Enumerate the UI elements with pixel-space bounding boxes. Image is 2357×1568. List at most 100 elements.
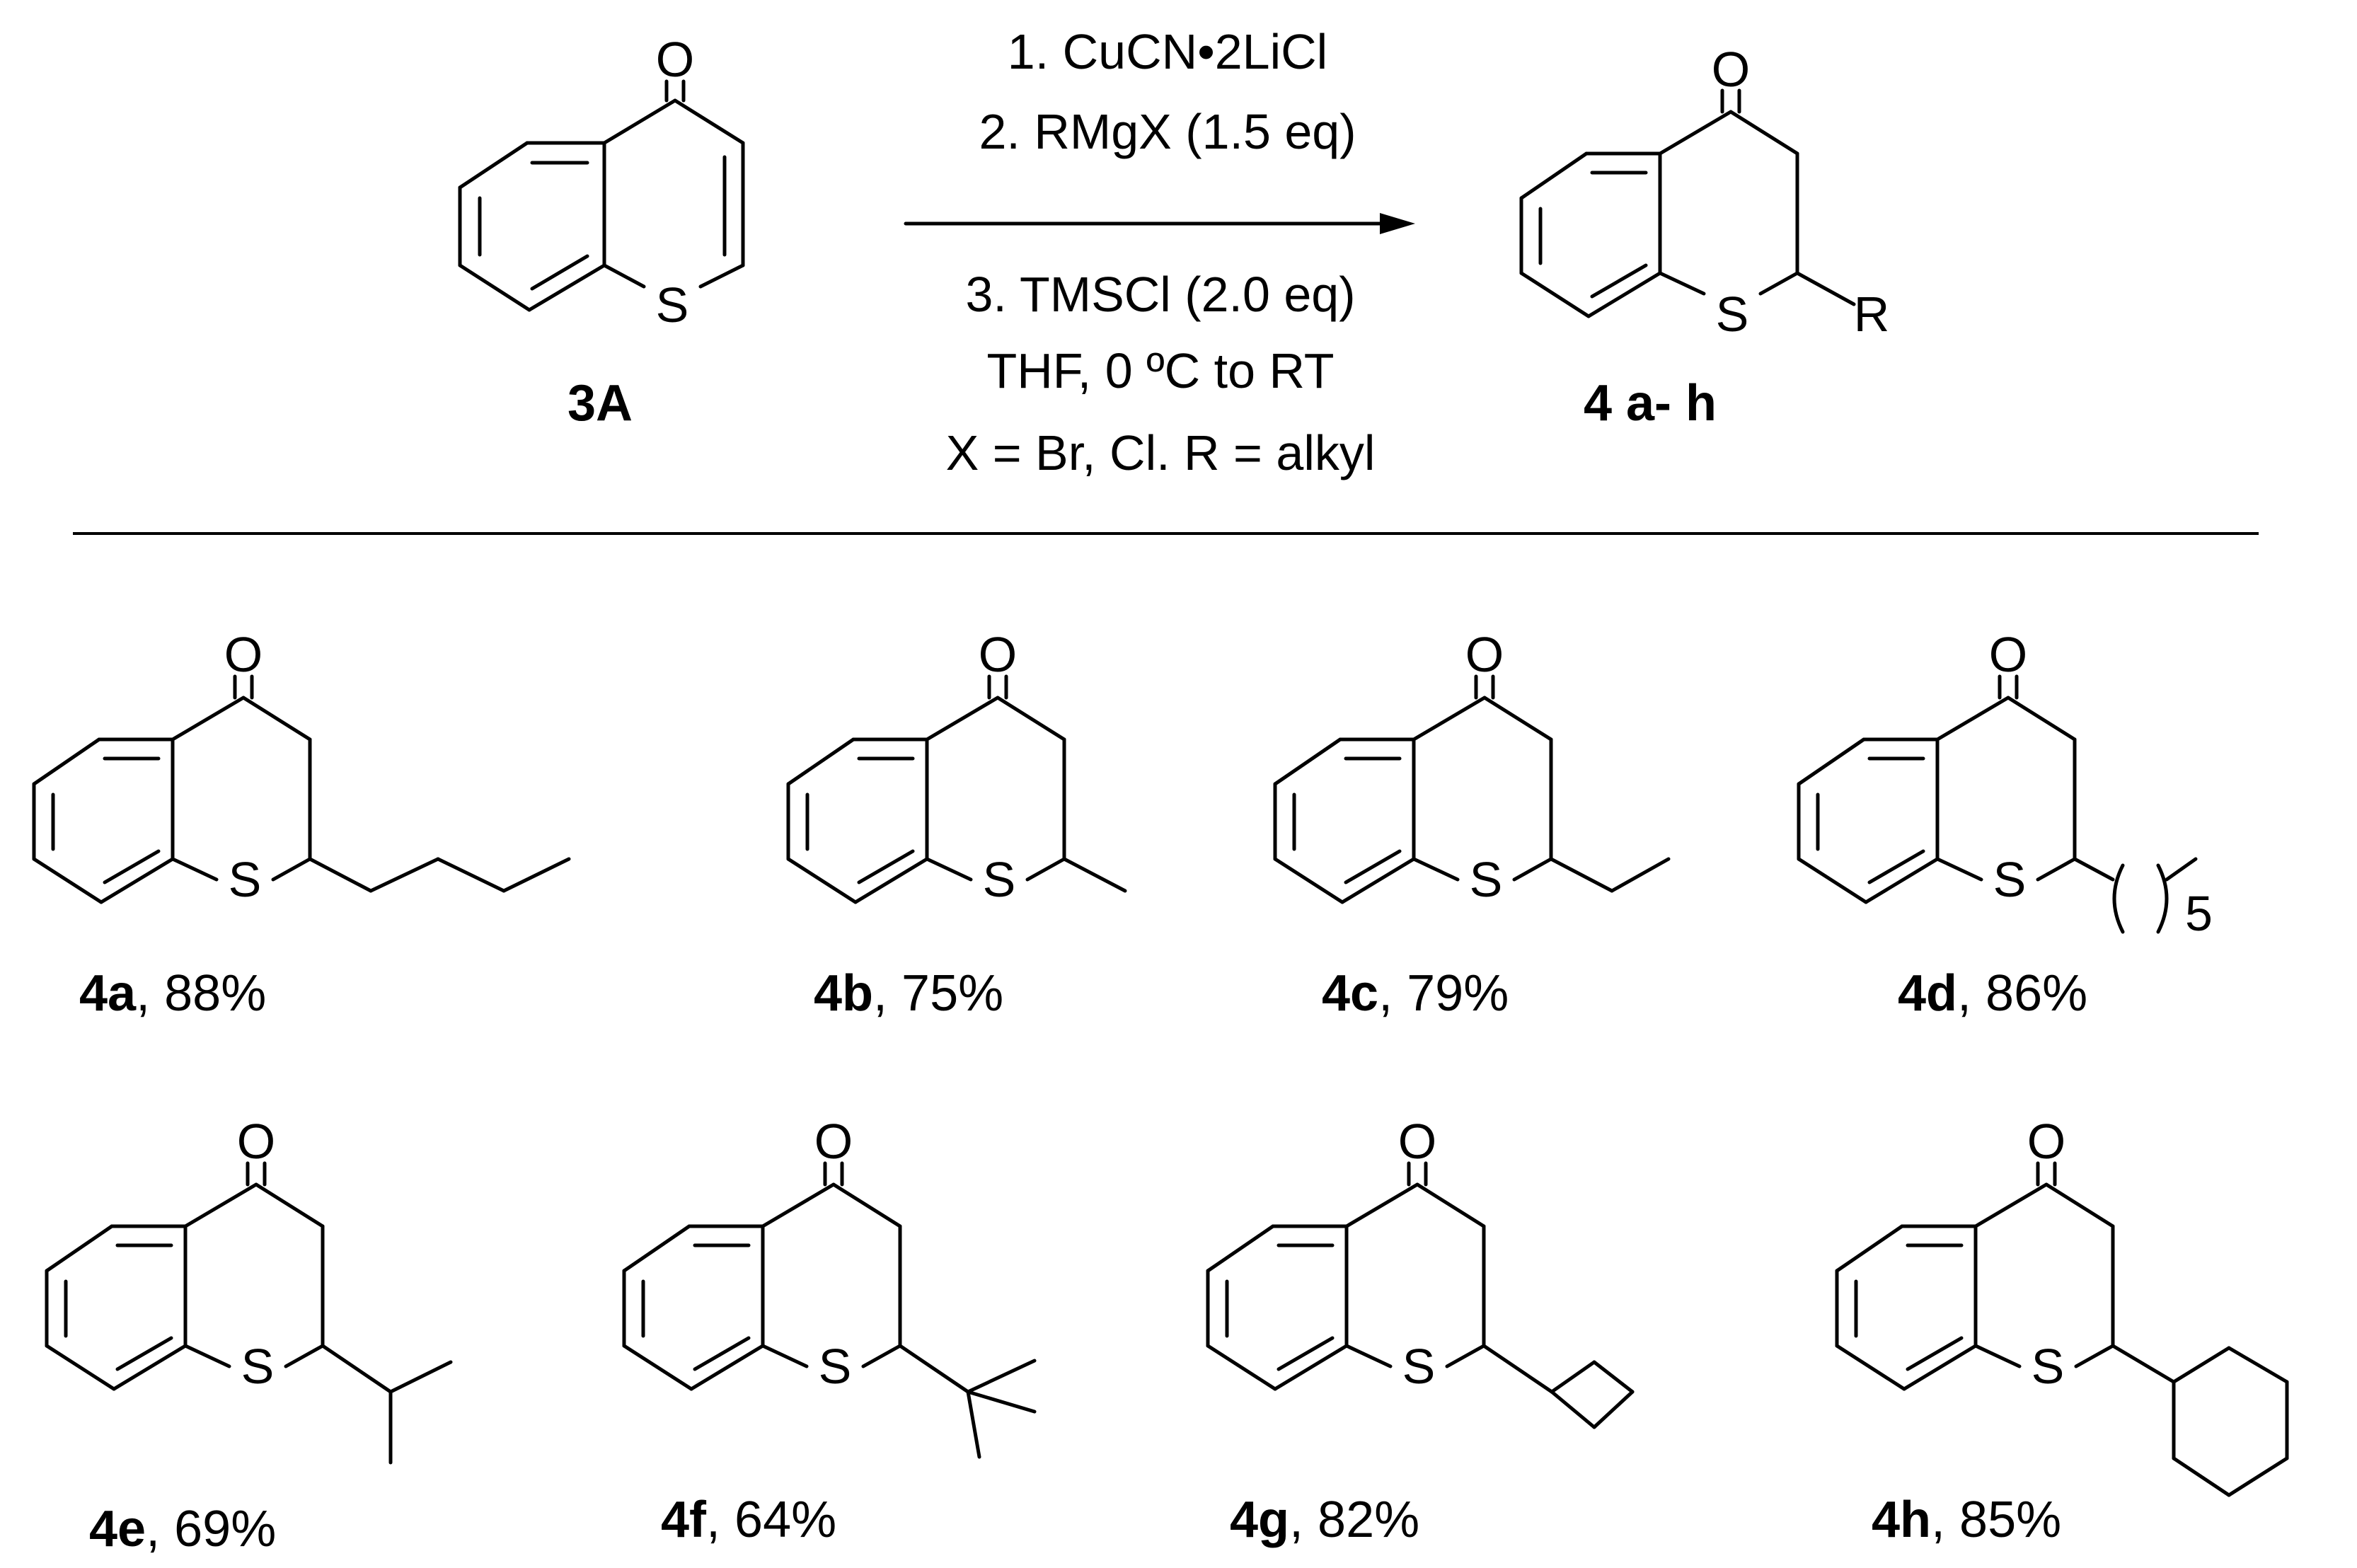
oxygen-atom: O	[1712, 42, 1750, 97]
repeat-count: 5	[2185, 886, 2213, 941]
oxygen-atom: O	[1465, 627, 1504, 682]
bond	[2172, 1346, 2231, 1384]
oxygen-atom: O	[979, 627, 1017, 682]
bond	[853, 857, 929, 904]
condition-step-1: 1. CuCN•2LiCl	[1008, 24, 1327, 79]
compound-label: 4 a- h	[1584, 375, 1717, 432]
sulfur-atom: S	[983, 852, 1016, 907]
bond	[1550, 1390, 1596, 1429]
bond	[693, 1336, 751, 1371]
compound-id: 4b	[814, 965, 873, 1022]
sulfur-atom: S	[1402, 1339, 1436, 1394]
compound-4b: O S 4b, 75%	[786, 627, 1127, 1022]
oxygen-atom: O	[1398, 1114, 1436, 1169]
compound-4f: O S 4f, 64%	[622, 1114, 1037, 1548]
bond	[1592, 1360, 1635, 1394]
bond	[1867, 849, 1925, 884]
bond	[1445, 1344, 1486, 1368]
bond	[2036, 857, 2077, 882]
bond	[1273, 857, 1344, 904]
sulfur-atom: S	[229, 852, 262, 907]
bond	[1797, 857, 1868, 904]
compound-id: 4a	[79, 965, 137, 1022]
bond	[171, 696, 246, 742]
bond	[2227, 1346, 2289, 1384]
bond	[831, 1182, 902, 1228]
sulfur-atom: S	[241, 1339, 275, 1394]
compound-label: 4e, 69%	[89, 1501, 276, 1557]
compound-label: 4g, 82%	[1230, 1492, 1419, 1548]
bond	[171, 857, 219, 882]
compound-id: 4f	[661, 1492, 707, 1548]
bond	[1062, 857, 1127, 893]
condition-step-3: 3. TMSCl (2.0 eq)	[965, 267, 1355, 322]
oxygen-atom: O	[224, 627, 263, 682]
oxygen-atom: O	[656, 32, 694, 87]
bond	[1415, 1182, 1486, 1228]
condition-solvent-temperature: THF, 0 ºC to RT	[986, 343, 1334, 398]
bond	[2074, 1344, 2115, 1368]
sulfur-atom: S	[656, 277, 689, 333]
bond	[1412, 857, 1460, 882]
bond	[103, 849, 161, 884]
condition-step-2: 2. RMgX (1.5 eq)	[979, 104, 1356, 159]
bond	[1610, 857, 1671, 893]
bond	[32, 737, 101, 786]
bond	[1550, 1360, 1596, 1394]
bond	[1835, 1344, 1906, 1391]
bond	[183, 1182, 258, 1228]
bond	[1549, 857, 1614, 893]
sulfur-atom: S	[819, 1339, 852, 1394]
bond	[689, 1344, 765, 1391]
bond	[2172, 1456, 2231, 1497]
bond	[786, 857, 858, 904]
compound-label: 3A	[567, 375, 633, 432]
bond	[1835, 1224, 1904, 1273]
yield-value: , 82%	[1289, 1492, 1419, 1548]
reaction-conditions: 1. CuCN•2LiCl 2. RMgX (1.5 eq) 3. TMSCl …	[946, 24, 1376, 480]
thiochromone-bonds	[458, 79, 745, 312]
bond	[321, 1344, 393, 1394]
bond	[1935, 696, 2010, 742]
repeat-bracket-left	[2112, 863, 2125, 934]
sulfur-atom: S	[1993, 852, 2027, 907]
bond	[1797, 737, 1866, 786]
bond	[1864, 857, 1940, 904]
bond	[996, 696, 1066, 742]
bond	[284, 1344, 325, 1368]
product-general: O S R 4 a- h	[1519, 42, 1889, 432]
bond	[241, 696, 312, 742]
compound-label: 4b, 75%	[814, 965, 1003, 1022]
bond	[254, 1182, 325, 1228]
sulfur-atom: S	[1716, 287, 1749, 342]
bond	[388, 1360, 453, 1394]
bond	[898, 1344, 970, 1394]
bond	[1344, 849, 1402, 884]
bond	[966, 1390, 1037, 1414]
compound-label: 4h, 85%	[1872, 1492, 2061, 1548]
oxygen-atom: O	[814, 1114, 853, 1169]
thiochromanone-bonds	[1519, 88, 1856, 318]
compound-id: 4h	[1872, 1492, 1931, 1548]
yield-value: , 69%	[146, 1501, 276, 1557]
bond	[1206, 1224, 1275, 1273]
bond	[966, 1359, 1037, 1394]
bond	[925, 696, 1000, 742]
bond	[2073, 857, 2115, 882]
starting-material-3A: O S 3A	[458, 32, 745, 432]
bond	[2111, 1344, 2176, 1384]
yield-value: , 64%	[706, 1492, 836, 1548]
compound-id: 4e	[89, 1501, 146, 1557]
bond	[99, 857, 175, 904]
bond	[1340, 857, 1416, 904]
bond	[1973, 1344, 2022, 1368]
bond	[112, 1344, 188, 1391]
bond	[1206, 1344, 1277, 1391]
compound-label: 4d, 86%	[1898, 965, 2087, 1022]
bond	[622, 1224, 691, 1273]
bond	[436, 857, 506, 893]
